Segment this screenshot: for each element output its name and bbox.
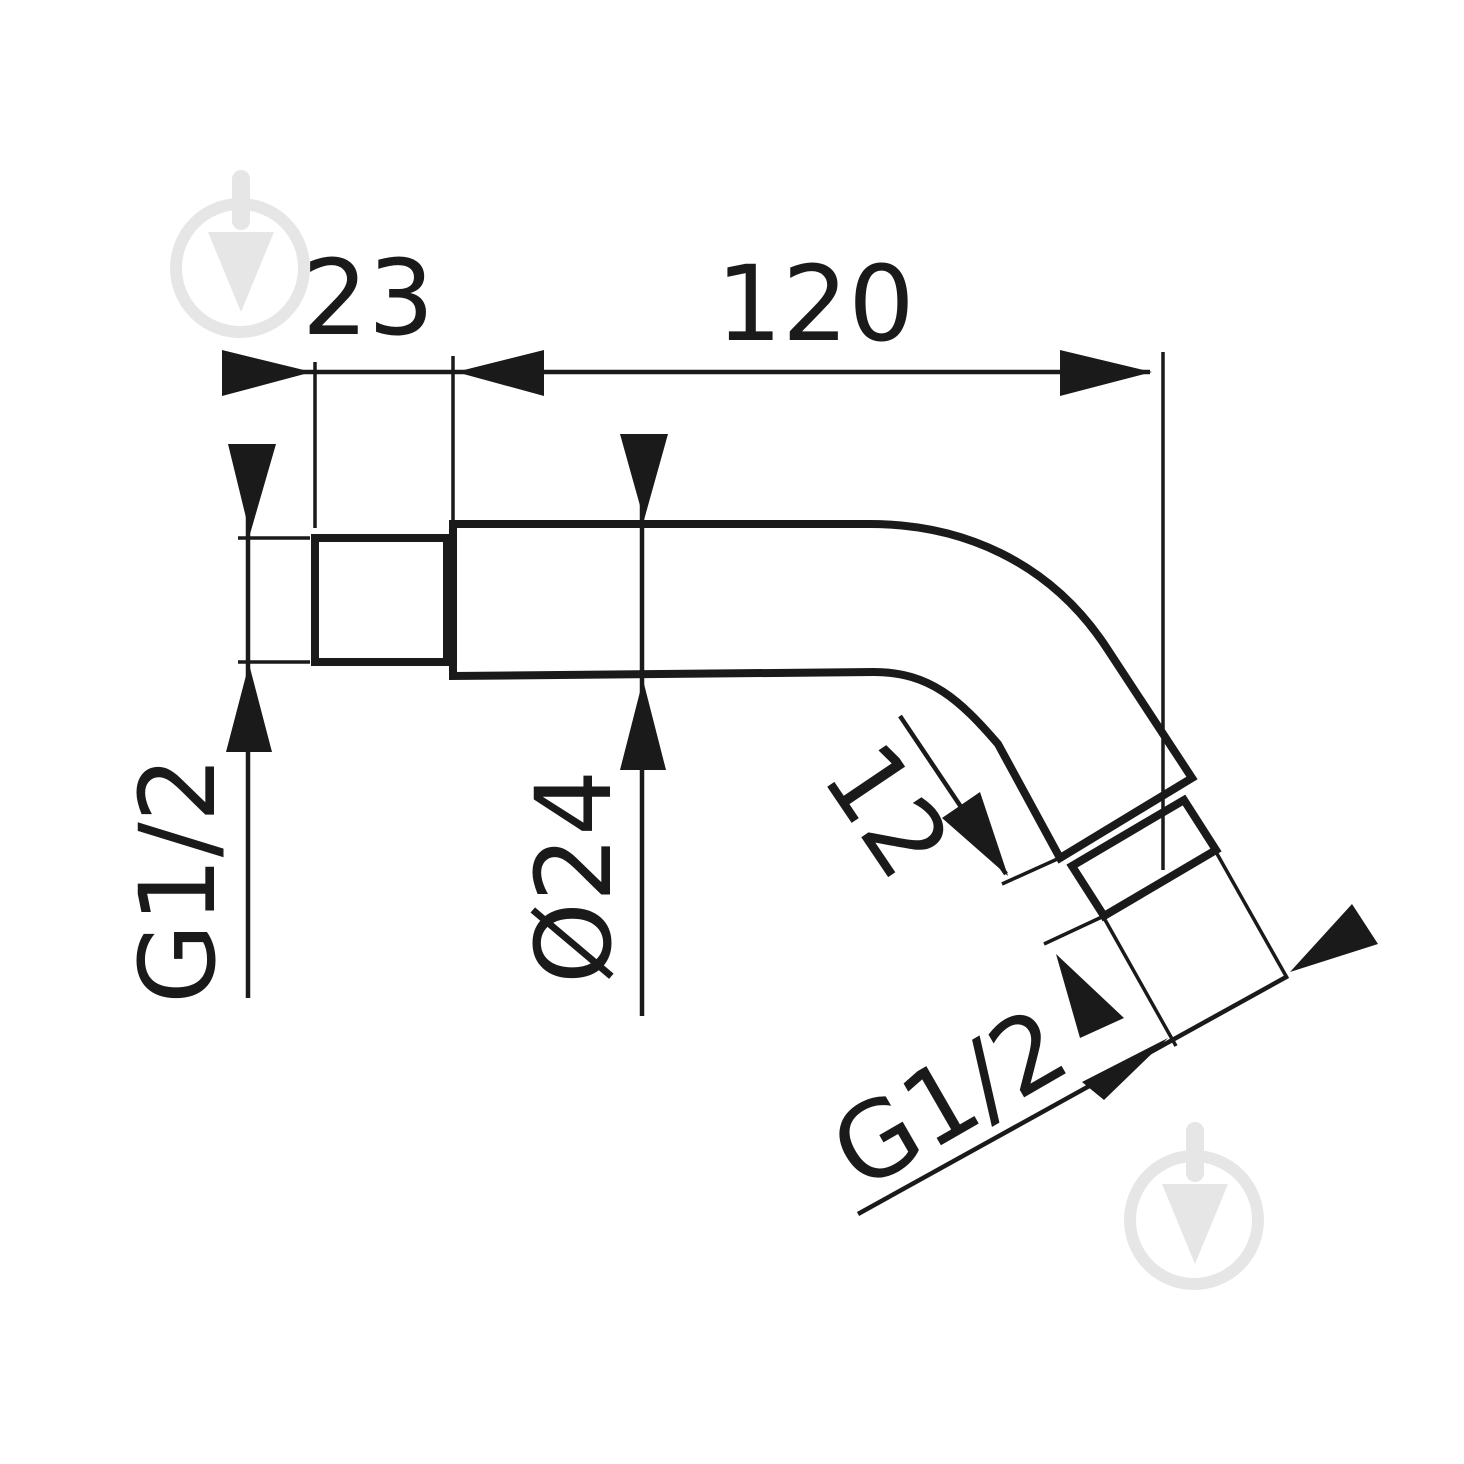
arrow-12 [942, 792, 1008, 876]
diameter-label: Ø24 [513, 770, 635, 984]
arrow-inlet-top [228, 444, 276, 534]
arrow-diameter-top [620, 434, 668, 520]
arrow-120-right [1060, 350, 1152, 396]
arrow-inlet-bottom [226, 664, 272, 752]
watermark-logo-top-icon [170, 170, 310, 338]
dimension-outlet-thread [856, 904, 1378, 1216]
inlet-thread-label: G1/2 [117, 756, 239, 1004]
dimension-inlet-thread [226, 444, 276, 998]
arrow-outlet-upper [1056, 954, 1124, 1038]
outlet-thread-body [1066, 794, 1222, 922]
pipe-body [449, 520, 1198, 864]
dimension-12 [898, 714, 1008, 876]
dim-12-label: 12 [799, 722, 974, 900]
extension-lines [238, 352, 1288, 1047]
arrow-23-left [222, 350, 312, 396]
dim-120-label: 120 [716, 243, 915, 365]
inlet-thread-body [311, 534, 451, 666]
arrow-outlet-right [1290, 904, 1378, 972]
dimension-horizontal [222, 350, 1152, 396]
arrow-23-right [456, 350, 544, 396]
watermark-logo-bottom-icon [1124, 1122, 1264, 1290]
shower-arm-outline [311, 520, 1222, 922]
dimension-diameter [620, 434, 668, 1016]
outlet-thread-label: G1/2 [812, 984, 1088, 1214]
arrow-outlet-lower [1082, 1038, 1168, 1100]
arrow-diameter-bottom [620, 680, 666, 770]
dim-23-label: 23 [302, 237, 434, 359]
